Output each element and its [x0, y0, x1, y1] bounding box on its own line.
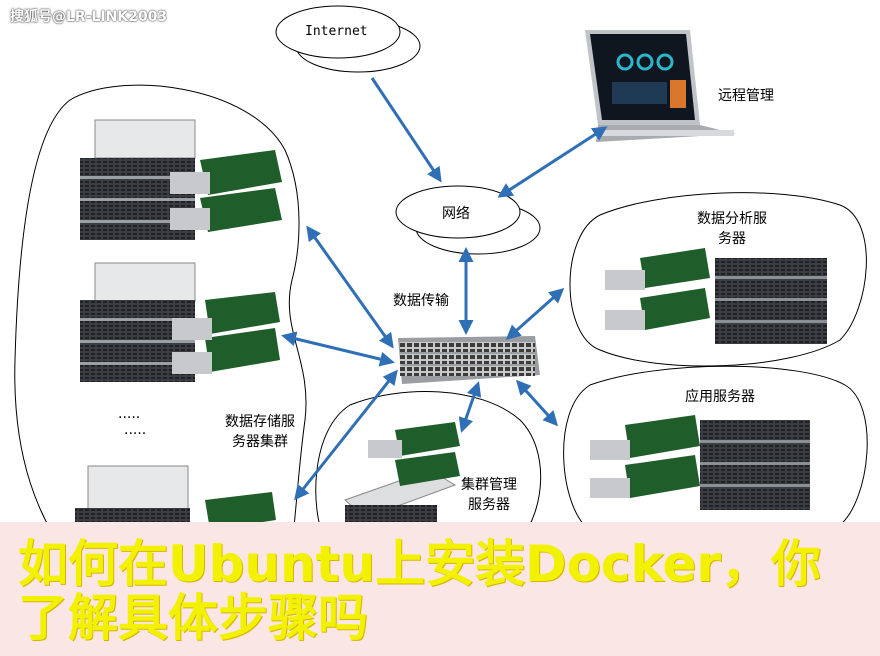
arrow-internet-network [370, 77, 442, 183]
app-server-icon [590, 415, 810, 510]
title-line-2: 了解具体步骤吗 [18, 589, 368, 647]
storage-server-2 [80, 262, 280, 382]
storage-cluster-label-line1: 数据存储服 [225, 414, 295, 430]
data-transfer-label: 数据传输 [393, 293, 449, 309]
network-label: 网络 [442, 206, 470, 222]
internet-label: Internet [305, 24, 368, 39]
cluster-mgmt-label-line1: 集群管理 [461, 477, 517, 493]
connection-arrows [281, 77, 608, 501]
cluster-mgmt-server-icon [344, 422, 460, 527]
title-banner: 如何在Ubuntu上安装Docker，你 了解具体步骤吗 [0, 522, 880, 656]
ellipsis-2: ..... [124, 422, 147, 438]
arrow-switch-app [515, 379, 559, 427]
arrow-storage2-switch [281, 331, 395, 367]
network-cloud [395, 185, 541, 255]
analysis-server-label-line1: 数据分析服 [697, 211, 767, 227]
storage-cluster-label-line2: 务器集群 [232, 434, 288, 450]
network-switch-icon [398, 336, 540, 384]
watermark: 搜狐号@LR-LINK2003 [10, 9, 168, 25]
arrow-laptop-network [497, 126, 608, 198]
analysis-server-outline [569, 192, 867, 367]
internet-cloud [275, 5, 421, 73]
ellipsis-1: ..... [118, 406, 141, 422]
analysis-server-label-line2: 务器 [718, 231, 746, 247]
storage-server-1 [80, 119, 282, 240]
arrow-storage1-switch [306, 225, 394, 349]
app-server-label: 应用服务器 [685, 389, 755, 405]
storage-server-3 [75, 465, 276, 530]
title-line-1: 如何在Ubuntu上安装Docker，你 [18, 535, 822, 593]
analysis-server-icon [605, 248, 827, 344]
arrow-switch-clustermgmt [458, 381, 482, 433]
remote-mgmt-label: 远程管理 [718, 88, 774, 104]
laptop-icon [585, 30, 736, 142]
cluster-mgmt-label-line2: 服务器 [468, 497, 510, 513]
arrow-switch-analysis [505, 288, 565, 340]
arrow-storage3-switch [294, 369, 398, 501]
